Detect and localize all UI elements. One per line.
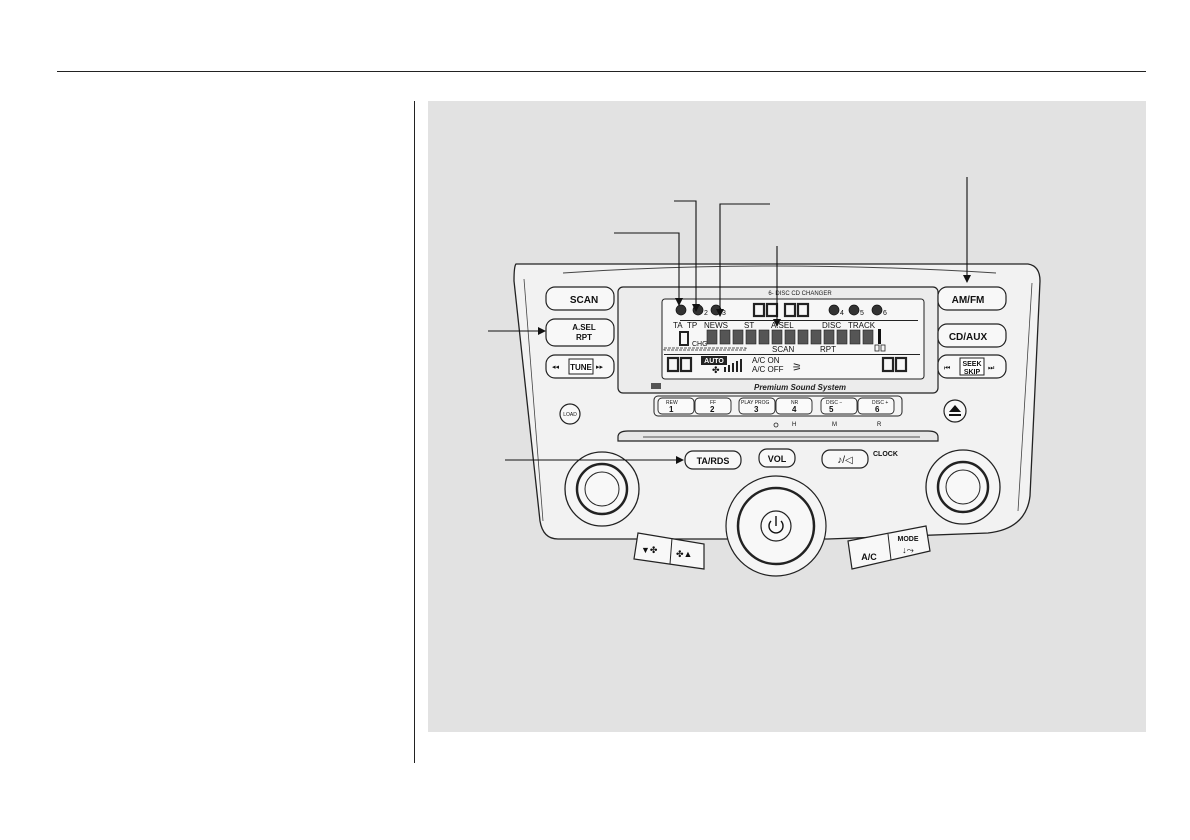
amfm-button[interactable]	[937, 286, 1007, 311]
disc-6-number: 6	[883, 310, 887, 317]
disc-5-icon	[848, 304, 860, 316]
preset-2-button[interactable]	[694, 397, 732, 415]
clock-set-hole	[773, 422, 779, 428]
tune-up-icon: ▸▸	[596, 364, 604, 371]
airflow-icon: ⚞	[792, 362, 802, 374]
load-button[interactable]	[559, 403, 581, 425]
surround-logo	[651, 383, 661, 389]
preset-5-top: DISC −	[826, 400, 842, 406]
right-knob[interactable]	[936, 460, 990, 514]
disc-3-number: 3	[722, 310, 726, 317]
indicator-track: TRACK	[848, 321, 876, 330]
tune-label: TUNE	[570, 363, 592, 372]
skip-forward-icon: ⏭	[988, 365, 995, 372]
fan-down-icon: ▼✤	[641, 545, 658, 555]
preset-buttons	[657, 397, 895, 415]
preset-3-top: PLAY PROG	[741, 400, 770, 406]
sound-mute-icon: ♪/◁	[837, 455, 853, 466]
mode-airflow-icon: ↓⤳	[902, 545, 914, 555]
indicator-scan: SCAN	[772, 345, 794, 354]
header-rule	[57, 71, 1146, 72]
temp-right-digits	[881, 356, 908, 373]
indicator-ac-off: A/C OFF	[752, 365, 784, 374]
mode-label: MODE	[898, 536, 919, 543]
rpt-label: RPT	[576, 333, 592, 342]
preset-6-num: 6	[875, 405, 880, 414]
preset-1-button[interactable]	[657, 397, 695, 415]
disc-4-icon	[828, 304, 840, 316]
disc-1-icon	[675, 304, 687, 316]
clock-label: CLOCK	[873, 451, 898, 458]
preset-4-num: 4	[792, 405, 797, 414]
audio-unit-diagram: 6- DISC CD CHANGER Premium Sound System …	[488, 177, 1041, 577]
indicator-st: ST	[744, 321, 754, 330]
audio-unit-figure: 6- DISC CD CHANGER Premium Sound System …	[428, 101, 1146, 732]
column-divider	[414, 101, 415, 763]
scan-button-label: SCAN	[570, 295, 598, 306]
indicator-auto: AUTO	[704, 358, 724, 365]
clock-h: H	[792, 422, 796, 428]
indicator-rpt: RPT	[820, 345, 836, 354]
disc-5-number: 5	[860, 310, 864, 317]
cd-slot	[617, 430, 939, 442]
preset-5-num: 5	[829, 405, 834, 414]
preset-1-top: REW	[666, 400, 678, 406]
power-icon	[768, 520, 784, 534]
preset-4-top: NR	[791, 400, 799, 406]
preset-5-button[interactable]	[820, 397, 858, 415]
indicator-asel: A.SEL	[771, 321, 794, 330]
clock-r: R	[877, 422, 882, 428]
clock-m: M	[832, 422, 837, 428]
indicator-chg: CHG	[692, 341, 708, 348]
tune-down-icon: ◂◂	[552, 364, 560, 371]
dot-matrix-text	[706, 329, 874, 345]
asel-rpt-button[interactable]	[545, 318, 615, 347]
vol-button[interactable]	[758, 448, 796, 468]
vol-label: VOL	[768, 454, 787, 464]
indicator-ac-on: A/C ON	[752, 356, 780, 365]
amfm-label: AM/FM	[952, 295, 985, 306]
brand-label: Premium Sound System	[754, 383, 846, 392]
indicator-disc: DISC	[822, 321, 841, 330]
left-knob[interactable]	[575, 462, 629, 516]
indicator-news: NEWS	[704, 321, 728, 330]
changer-label: 6- DISC CD CHANGER	[768, 291, 832, 297]
skip-back-icon: ⏮	[944, 365, 950, 372]
indicator-tp: TP	[687, 321, 697, 330]
skip-label: SKIP	[964, 369, 981, 376]
fan-up-icon: ✤▲	[676, 549, 692, 559]
scan-button[interactable]	[545, 286, 615, 311]
seek-label: SEEK	[962, 361, 981, 368]
disc-6-icon	[871, 304, 883, 316]
preset-6-button[interactable]	[857, 397, 895, 415]
sound-mute-button[interactable]	[821, 449, 869, 469]
load-label: LOAD	[563, 412, 577, 418]
cdaux-label: CD/AUX	[949, 332, 988, 343]
preset-1-num: 1	[669, 405, 674, 414]
fan-speed-rocker[interactable]	[633, 532, 705, 570]
disc-2-icon	[692, 304, 704, 316]
eject-icon	[949, 405, 961, 416]
preset-2-num: 2	[710, 405, 715, 414]
preset-6-top: DISC +	[872, 400, 888, 406]
preset-4-button[interactable]	[775, 397, 813, 415]
tards-button[interactable]	[684, 450, 742, 470]
preset-3-button[interactable]	[738, 397, 776, 415]
asel-label: A.SEL	[572, 323, 596, 332]
cdaux-button[interactable]	[937, 323, 1007, 348]
ac-label: A/C	[861, 552, 877, 562]
disc-4-number: 4	[840, 310, 844, 317]
preset-2-top: FF	[710, 400, 716, 406]
indicator-ta: TA	[673, 321, 683, 330]
disc-2-number: 2	[704, 310, 708, 317]
auto-badge	[701, 356, 727, 365]
fan-icon: ✤	[712, 365, 720, 375]
preset-3-num: 3	[754, 405, 759, 414]
fan-level-bars	[724, 359, 742, 372]
ac-mode-panel	[847, 525, 931, 570]
tards-label: TA/RDS	[697, 456, 730, 466]
temp-left-digits	[666, 356, 693, 373]
callout-lines	[488, 177, 971, 464]
